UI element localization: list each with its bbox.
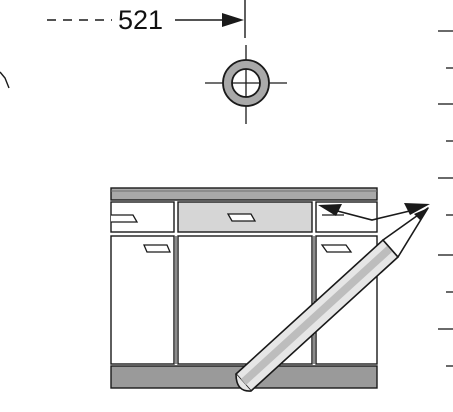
countertop (110, 187, 378, 201)
handle-drawer-left (111, 214, 139, 223)
handle-door-left (143, 244, 171, 253)
crosshair-target-icon (205, 45, 287, 124)
dimension-arrow-head (222, 13, 244, 27)
measuring-scale (438, 30, 453, 367)
double-arrow-icon (318, 203, 430, 221)
handle-drawer-center (226, 213, 257, 222)
edge-arrow-fragment (0, 71, 10, 89)
pencil-icon (235, 207, 429, 392)
dimension-line: 521 (47, 0, 246, 38)
dimension-label: 521 (118, 5, 163, 35)
door-left (110, 235, 175, 365)
handle-door-right (320, 244, 353, 253)
